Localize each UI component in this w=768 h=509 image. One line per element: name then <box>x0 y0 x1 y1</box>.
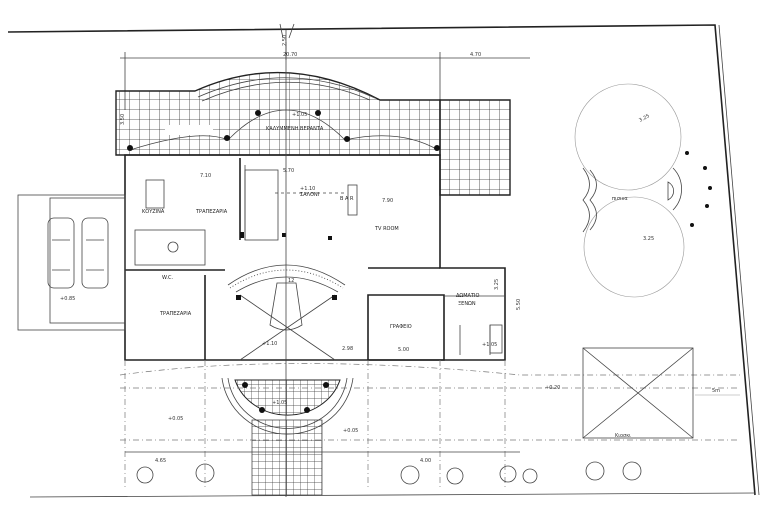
car-icon <box>81 217 109 289</box>
level-guest-bath: +1.05 <box>482 342 497 348</box>
dim-living-width: 5.70 <box>283 168 294 174</box>
label-pool: πισινα <box>612 196 628 202</box>
car-icon <box>47 217 75 289</box>
label-dining-top: ΤΡΑΠΕΖΑΡΙΑ <box>195 209 228 215</box>
level-garden-left: +0.05 <box>168 416 183 422</box>
dim-office-width: 5.00 <box>398 347 409 353</box>
dim-hall-width: 2.98 <box>342 346 353 352</box>
garden: 4.65 4.00 +0.05 +0.05 +0.20 <box>119 360 740 490</box>
dim-bottom-right: 4.00 <box>420 458 431 464</box>
level-garden-mid: +0.05 <box>343 428 358 434</box>
level-living: +1.10 <box>300 186 315 192</box>
label-guest-room-2: ΞΕΝΩΝ <box>458 301 476 307</box>
label-kiosk: Κιοσκι <box>615 433 631 439</box>
level-veranda: +1.05 <box>292 112 307 118</box>
dim-right-width: 4.70 <box>470 52 481 58</box>
level-garden-right: +0.20 <box>545 385 560 391</box>
dim-total-width: 20.70 <box>283 52 297 58</box>
dim-bottom-left: 4.65 <box>155 458 166 464</box>
label-bar: B A R <box>340 196 354 202</box>
veranda: ΚΑΛΥΜΜΕΝΗ ΒΕΡΑΝΤΑ +1.05 3.50 <box>115 71 511 196</box>
level-hall: +1.10 <box>262 341 277 347</box>
stair-steps: 12 <box>288 278 294 284</box>
label-living: ΣΑΛΟΝΙ <box>300 192 319 198</box>
label-guest-room-1: ΔΩΜΑΤΙΟ <box>456 293 480 299</box>
dim-north-offset: 2.50 <box>282 35 288 46</box>
dim-guest-total: 5.50 <box>516 299 522 310</box>
tree-icon <box>136 461 642 485</box>
house-walls <box>17 154 506 361</box>
room-labels: ΚΟΥΖΙΝΑ ΤΡΑΠΕΖΑΡΙΑ ΣΑΛΟΝΙ B A R TV ROOM … <box>142 168 522 353</box>
dim-veranda-depth: 3.50 <box>120 114 126 125</box>
dim-pool-radius-2: 3.25 <box>643 236 654 242</box>
label-dining-bottom: ΤΡΑΠΕΖΑΡΙΑ <box>159 311 192 317</box>
pool: πισινα 3.25 3.25 <box>574 83 712 298</box>
level-entry: +1.05 <box>272 400 287 406</box>
dim-tv-width: 7.90 <box>382 198 393 204</box>
label-office: ΓΡΑΦΕΙΟ <box>390 324 412 330</box>
dim-kitchen-width: 7.10 <box>200 173 211 179</box>
staircase: 12 +1.10 <box>227 264 346 361</box>
kiosk: Κιοσκι 5m <box>582 347 740 439</box>
label-veranda: ΚΑΛΥΜΜΕΝΗ ΒΕΡΑΝΤΑ <box>266 126 324 132</box>
label-tv-room: TV ROOM <box>374 226 399 232</box>
level-garage: +0.85 <box>60 296 75 302</box>
label-kitchen: ΚΟΥΖΙΝΑ <box>142 209 165 215</box>
dim-guest-depth: 3.25 <box>494 279 500 290</box>
label-wc: W.C. <box>162 275 173 281</box>
plot-boundary <box>7 24 760 498</box>
dim-setback: 5m <box>712 388 720 394</box>
dim-pool-radius-1: 3.25 <box>638 113 651 124</box>
garage: +0.85 <box>47 217 109 302</box>
entry-porch: +1.05 <box>221 30 354 497</box>
